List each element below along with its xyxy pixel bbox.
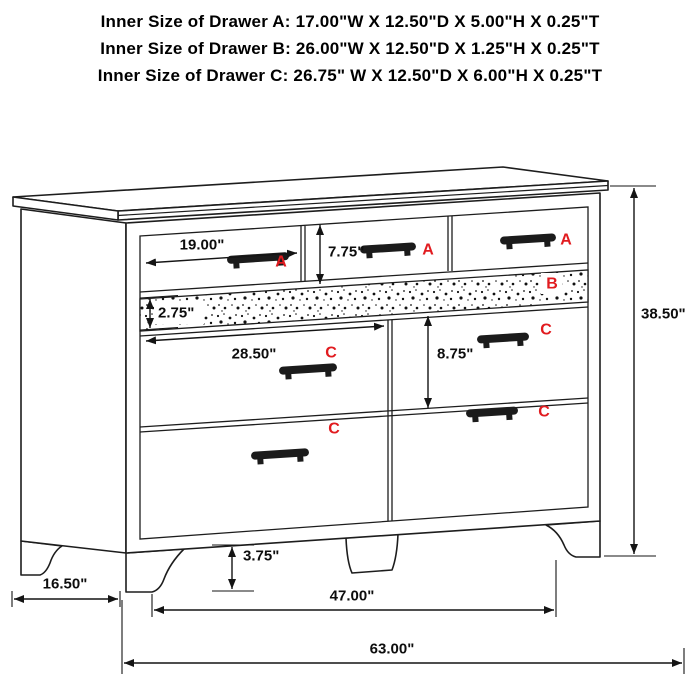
- dresser-outline: [12, 166, 609, 593]
- drawer-letter-c-mid-left: C: [325, 345, 337, 362]
- front-right-foot: [545, 520, 601, 558]
- drawer-letter-c-bottom-left: C: [328, 421, 340, 438]
- jewelry-label-backing: [541, 273, 562, 294]
- dim-drawer-a-width-arrow: [145, 249, 298, 267]
- dimension-top-drawer-height: 7.75": [316, 225, 364, 284]
- drawer-handle-mid-left: [279, 363, 337, 380]
- drawer-handle-mid-right: [477, 332, 529, 349]
- center-foot: [345, 533, 399, 574]
- dim-jewelry-height-label: 2.75": [158, 305, 194, 322]
- drawer-handle-top-right: [500, 233, 556, 250]
- drawer-letter-c-mid-right: C: [540, 322, 552, 339]
- back-left-foot: [20, 540, 63, 576]
- dimension-leg-height: 3.75": [212, 544, 279, 592]
- dimension-overall-width: 63.00": [121, 600, 685, 674]
- drawer-c-inner-size-text: Inner Size of Drawer C: 26.75" W X 12.50…: [97, 66, 603, 85]
- dimension-drawer-c-width: 28.50": [145, 322, 385, 363]
- dim-leg-height-label: 3.75": [243, 548, 279, 565]
- dim-side-depth-label: 16.50": [43, 576, 88, 593]
- dim-overall-height-label: 38.50": [641, 306, 686, 323]
- dim-overall-width-label: 63.00": [370, 641, 415, 658]
- dim-leg-span-label: 47.00": [330, 588, 375, 605]
- drawer-letter-b-jewelry: B: [546, 276, 558, 293]
- dim-top-drawer-height-label: 7.75": [328, 244, 364, 261]
- top-board-moulding-line: [117, 184, 609, 217]
- lower-row-divider-1: [139, 397, 589, 428]
- front-left-foot: [125, 548, 185, 593]
- drawer-letter-c-bottom-right: C: [538, 404, 550, 421]
- inner-size-header: Inner Size of Drawer A: 17.00"W X 12.50"…: [0, 8, 700, 89]
- drawer-handle-top-middle: [360, 242, 416, 259]
- jewelry-drawer-sparkle-band: [139, 269, 589, 332]
- top-board-left-edge: [12, 196, 119, 221]
- drawer-letter-a-top-middle: A: [422, 242, 434, 259]
- dimension-drawer-a-width: 19.00": [145, 237, 298, 267]
- dimension-overall-height: 38.50": [604, 185, 686, 557]
- drawer-grid: [139, 216, 589, 521]
- top-row-bottom-rail: [139, 262, 589, 293]
- drawer-b-inner-size-text: Inner Size of Drawer B: 26.00"W X 12.50"…: [100, 39, 600, 58]
- drawer-letter-a-top-left: A: [275, 254, 287, 271]
- dimension-drawer-c-height: 8.75": [424, 316, 473, 408]
- drawer-letter-a-top-right: A: [560, 232, 572, 249]
- drawer-handle-bottom-right: [466, 406, 518, 423]
- face-frame-inner-border: [139, 206, 589, 540]
- dimension-leg-span: 47.00": [151, 560, 557, 617]
- drawer-handle-bottom-left: [251, 448, 309, 465]
- left-side-panel: [20, 208, 127, 554]
- dim-drawer-c-height-label: 8.75": [437, 346, 473, 363]
- dim-drawer-c-width-arrow: [145, 322, 385, 345]
- dim-drawer-c-width-label: 28.50": [232, 346, 277, 363]
- dim-drawer-a-width-label: 19.00": [180, 237, 225, 254]
- jewelry-dim-backing: [154, 302, 204, 324]
- drawer-a-inner-size-text: Inner Size of Drawer A: 17.00"W X 12.50"…: [100, 12, 600, 31]
- drawer-letters: A A A B C C C C: [275, 232, 572, 438]
- dim-jewelry-ext-top: [139, 294, 179, 299]
- dimension-side-depth: 16.50": [11, 576, 121, 607]
